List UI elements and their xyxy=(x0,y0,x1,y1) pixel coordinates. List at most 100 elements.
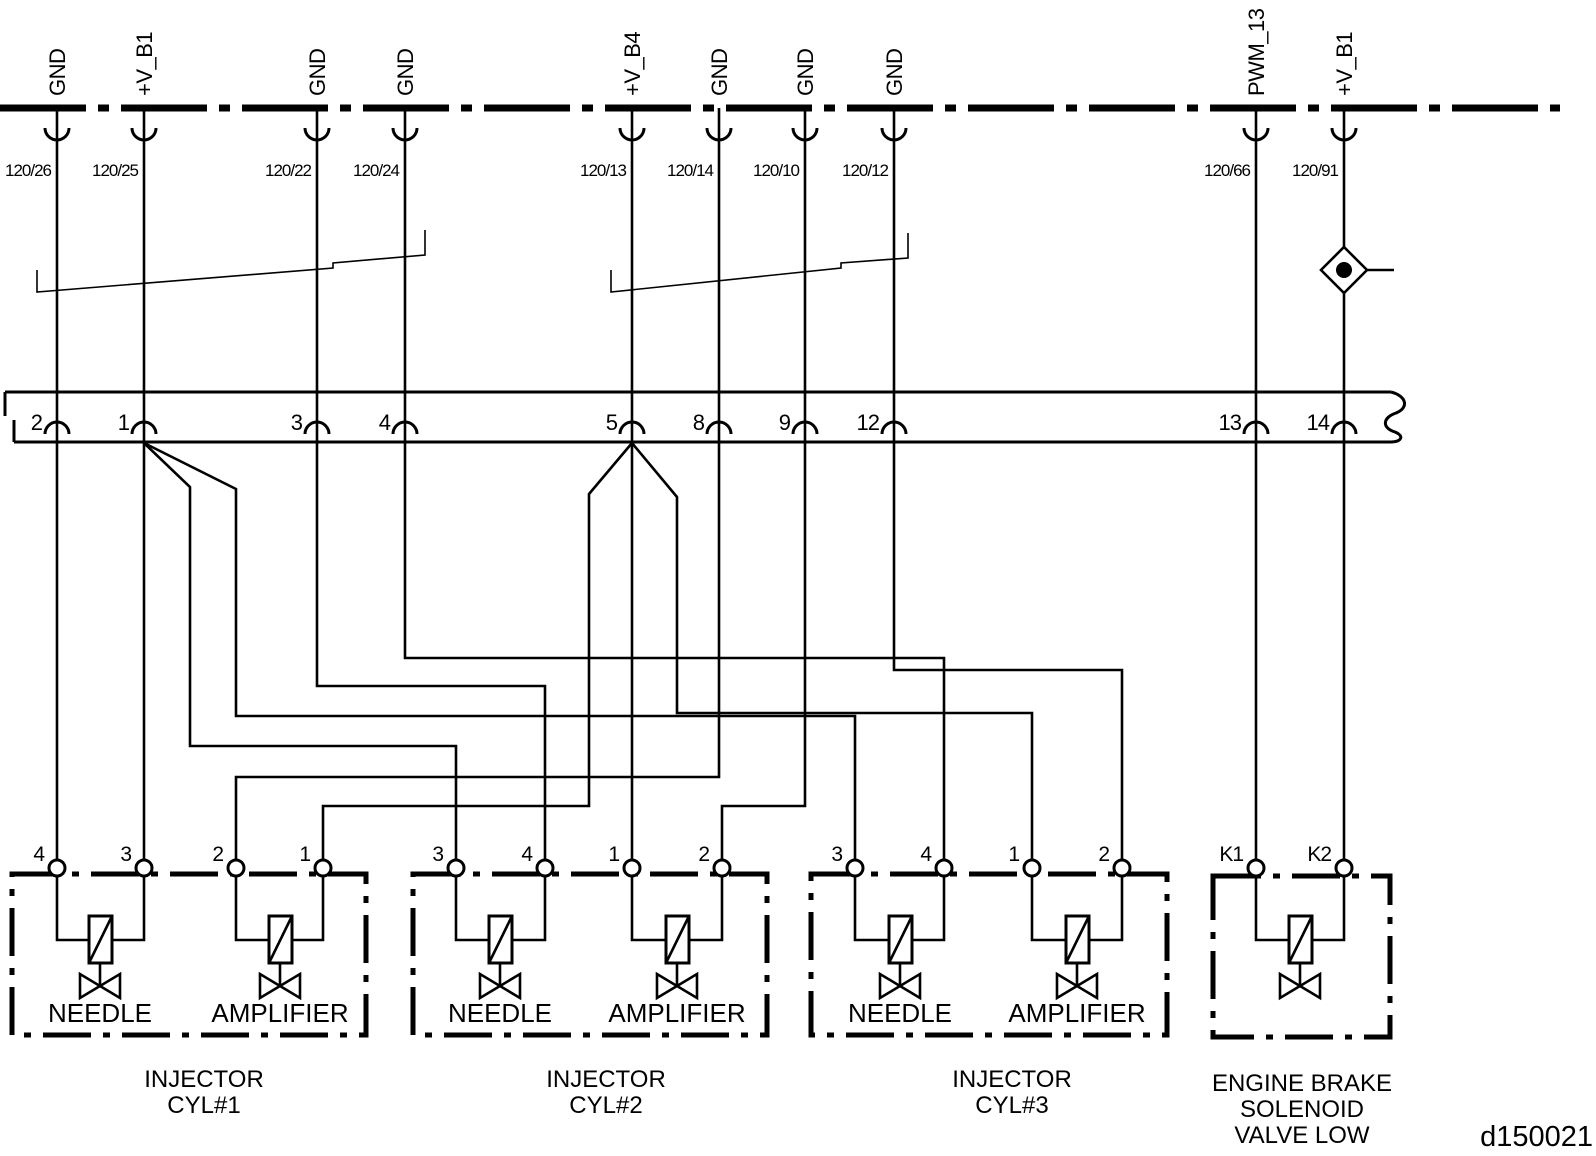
wire-gnd3-inj2-needle4 xyxy=(315,108,547,860)
component-pin-circle xyxy=(47,858,67,878)
injector-cyl3-caption-line: CYL#3 xyxy=(975,1092,1048,1119)
connector-bar-break-squiggle xyxy=(1383,390,1406,444)
connector-pin-arc xyxy=(130,420,158,435)
connector-pin-number: 8 xyxy=(693,410,705,435)
unit-pin-wire xyxy=(1254,876,1289,942)
injector-cyl3-box xyxy=(808,871,1170,1038)
connector-pin-arc xyxy=(705,420,733,435)
signal-label: GND xyxy=(393,49,418,96)
wire-number-label: 120/24 xyxy=(353,161,400,180)
harness-socket-arc xyxy=(43,127,71,142)
valve-symbol-right xyxy=(277,971,302,1001)
unit-pin-wire xyxy=(630,876,666,942)
engine-brake-solenoid-caption-line: VALVE LOW xyxy=(1234,1122,1370,1149)
signal-label-group: GND xyxy=(393,49,418,96)
injector-cyl2-caption-line: INJECTOR xyxy=(546,1066,666,1093)
unit-label: NEEDLE xyxy=(448,998,552,1028)
unit-pin-wire xyxy=(112,876,146,942)
signal-label: GND xyxy=(707,49,732,96)
unit-pin-wire xyxy=(55,876,89,942)
valve-symbol-left xyxy=(655,971,680,1001)
connector-pin-arc xyxy=(791,420,819,435)
harness-socket-arc xyxy=(303,127,331,142)
harness-socket-arc xyxy=(880,127,908,142)
unit-pin-wire xyxy=(512,876,547,942)
component-pin-circle xyxy=(535,858,555,878)
harness-socket-arc xyxy=(1330,127,1358,142)
injector-cyl2-box xyxy=(410,871,770,1038)
wire-number-label: 120/14 xyxy=(667,161,714,180)
engine-brake-solenoid-caption-line: ENGINE BRAKE xyxy=(1212,1070,1392,1097)
component-pin-circle xyxy=(845,858,865,878)
wire-vb4-inj1-amp1 xyxy=(321,442,633,860)
connector-pin-number: 13 xyxy=(1219,410,1242,435)
component-pin-number: 2 xyxy=(698,843,709,866)
wire-vb4-inj3-amp1 xyxy=(631,442,1034,860)
connector-pin-number: 3 xyxy=(291,410,303,435)
harness-socket-arc xyxy=(130,127,158,142)
component-pin-circle xyxy=(622,858,642,878)
unit-pin-wire xyxy=(1030,876,1066,942)
signal-label: GND xyxy=(45,49,70,96)
valve-symbol-right xyxy=(97,971,122,1001)
connector-pin-arc xyxy=(303,420,331,435)
coil-diagonal xyxy=(487,915,514,964)
coil-diagonal xyxy=(1064,915,1091,964)
wire-gnd4-inj3-needle4 xyxy=(403,108,946,860)
signal-label-group: GND xyxy=(882,49,907,96)
signal-label: GND xyxy=(882,49,907,96)
unit-pin-wire xyxy=(853,876,889,942)
wire-number-label: 120/25 xyxy=(92,161,139,180)
coil-diagonal xyxy=(887,915,914,964)
coil-diagonal xyxy=(1287,915,1314,964)
wire-number-label: 120/10 xyxy=(753,161,800,180)
harness-socket-arc xyxy=(391,127,419,142)
wire-number-label: 120/12 xyxy=(842,161,889,180)
signal-label: +V_B4 xyxy=(620,32,645,96)
doc-id-label: d150021 xyxy=(1480,1121,1593,1153)
unit-pin-wire xyxy=(234,876,269,942)
component-pin-circle xyxy=(134,858,154,878)
unit-label: NEEDLE xyxy=(848,998,952,1028)
valve-symbol-left xyxy=(1278,971,1303,1001)
coil-diagonal xyxy=(267,915,294,964)
component-pin-number: K2 xyxy=(1307,843,1331,866)
component-pin-circle xyxy=(1022,858,1042,878)
injector-cyl1-caption-line: INJECTOR xyxy=(144,1066,264,1093)
component-pin-number: 3 xyxy=(432,843,443,866)
injector-cyl1-caption-line: CYL#1 xyxy=(167,1092,240,1119)
signal-label-group: GND xyxy=(45,49,70,96)
valve-symbol-left xyxy=(1055,971,1080,1001)
valve-symbol-right xyxy=(1074,971,1099,1001)
component-pin-number: 3 xyxy=(120,843,131,866)
signal-label: GND xyxy=(305,49,330,96)
connector-pin-number: 14 xyxy=(1307,410,1330,435)
component-pin-circle xyxy=(1246,858,1266,878)
signal-label: PWM_13 xyxy=(1244,8,1269,96)
valve-symbol-right xyxy=(497,971,522,1001)
wire-vb1-inj3-needle3 xyxy=(143,441,857,860)
signal-label-group: GND xyxy=(305,49,330,96)
valve-symbol-left xyxy=(78,971,103,1001)
connector-pin-arc xyxy=(43,420,71,435)
connector-pin-number: 5 xyxy=(606,410,618,435)
signal-label: +V_B1 xyxy=(1332,32,1357,96)
component-pin-number: K1 xyxy=(1219,843,1243,866)
component-pin-number: 3 xyxy=(831,843,842,866)
unit-label: NEEDLE xyxy=(48,998,152,1028)
component-pin-number: 4 xyxy=(33,843,45,866)
signal-label-group: GND xyxy=(793,49,818,96)
engine-brake-solenoid-caption-line: SOLENOID xyxy=(1240,1096,1364,1123)
component-pin-number: 2 xyxy=(212,843,223,866)
connector-pin-number: 1 xyxy=(118,410,130,435)
component-pin-circle xyxy=(712,858,732,878)
component-pin-circle xyxy=(226,858,246,878)
component-pin-circle xyxy=(313,858,333,878)
wire-number-label: 120/26 xyxy=(5,161,52,180)
unit-label: AMPLIFIER xyxy=(608,998,745,1028)
connector-pin-arc xyxy=(618,420,646,435)
unit-pin-wire xyxy=(292,876,325,942)
component-pin-number: 1 xyxy=(299,843,310,866)
